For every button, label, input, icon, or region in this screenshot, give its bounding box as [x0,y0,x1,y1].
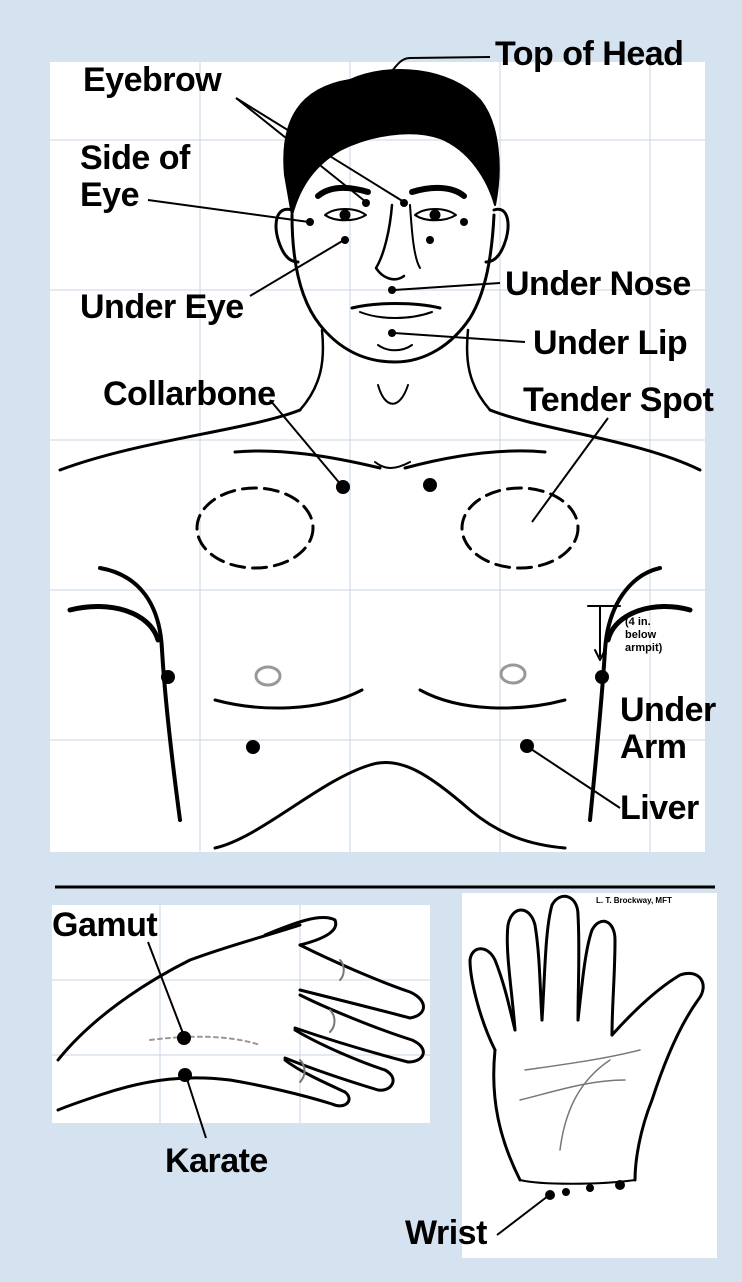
label-tender-spot: Tender Spot [523,382,713,418]
label-eyebrow: Eyebrow [83,62,221,98]
point-under-arm-left [161,670,175,684]
label-under-nose: Under Nose [505,266,691,302]
armpit-note-line3: armpit) [625,643,662,654]
label-side-of-eye-line2: Eye [80,177,139,213]
label-top-of-head: Top of Head [495,36,683,72]
label-karate: Karate [165,1143,268,1179]
label-under-arm-line1: Under [620,692,716,728]
torso-panel [50,62,705,852]
label-liver: Liver [620,790,699,826]
point-karate [178,1068,192,1082]
label-wrist: Wrist [405,1215,487,1251]
point-wrist-1 [545,1190,555,1200]
point-under-eye-right [426,236,434,244]
point-collarbone-right [423,478,437,492]
armpit-note-line1: (4 in. [625,617,651,628]
point-under-arm-right [595,670,609,684]
palm-panel [462,893,717,1258]
point-liver-right [520,739,534,753]
label-side-of-eye-line1: Side of [80,140,190,176]
label-gamut: Gamut [52,907,157,943]
armpit-note-line2: below [625,630,656,641]
point-wrist-3 [586,1184,594,1192]
point-side-of-eye-right [460,218,468,226]
point-wrist-2 [562,1188,570,1196]
label-collarbone: Collarbone [103,376,276,412]
label-under-eye: Under Eye [80,289,244,325]
point-gamut [177,1031,191,1045]
point-liver-left [246,740,260,754]
point-wrist-4 [615,1180,625,1190]
credit-text: L. T. Brockway, MFT [596,897,672,905]
label-under-arm-line2: Arm [620,729,687,765]
label-under-lip: Under Lip [533,325,687,361]
